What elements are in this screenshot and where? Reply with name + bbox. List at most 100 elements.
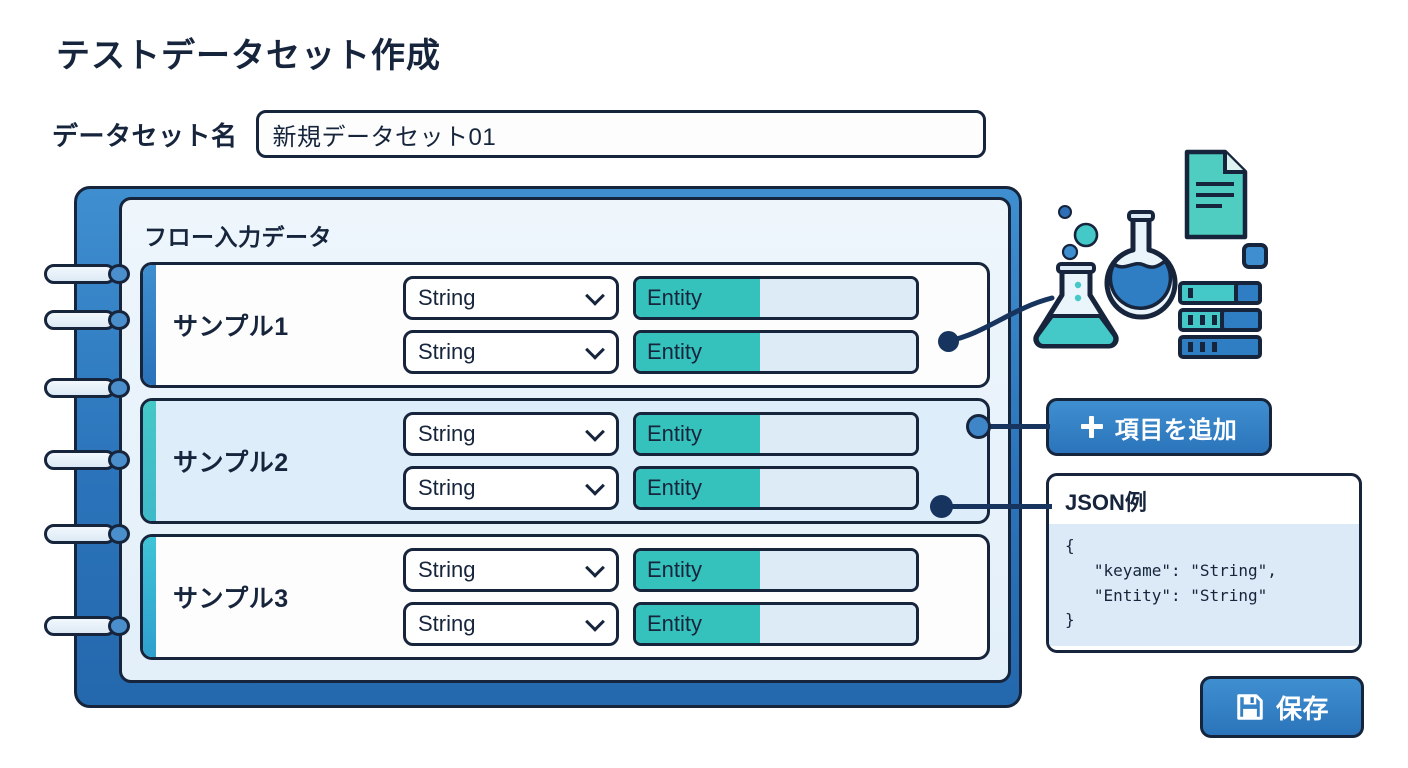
connector-dot-flask <box>938 331 959 352</box>
entity-value-input[interactable] <box>760 605 916 643</box>
entity-field-3-1[interactable]: Entity <box>633 548 919 592</box>
binder-ring <box>44 450 130 470</box>
save-label: 保存 <box>1275 693 1329 724</box>
entity-value-input[interactable] <box>760 415 916 453</box>
type-select-value: String <box>418 557 476 582</box>
ring-bar <box>44 310 116 330</box>
type-select-1-2[interactable]: String <box>403 330 619 374</box>
ring-knob <box>108 524 130 544</box>
bubble-icon <box>1058 205 1072 219</box>
entity-value-input[interactable] <box>760 551 916 589</box>
type-select-2-2[interactable]: String <box>403 466 619 510</box>
entity-key-label: Entity <box>636 605 760 643</box>
ring-knob <box>108 450 130 470</box>
connector-line-flask <box>945 295 1055 344</box>
entity-field-1-2[interactable]: Entity <box>633 330 919 374</box>
sample-label-2: サンプル2 <box>173 449 289 477</box>
field-row: String Entity <box>403 548 919 592</box>
save-button[interactable]: 保存 <box>1200 676 1364 738</box>
entity-value-input[interactable] <box>760 279 916 317</box>
binder-ring <box>44 524 130 544</box>
type-select-value: String <box>418 475 476 500</box>
json-example-box: JSON例 { "keyame": "String", "Entity": "S… <box>1046 473 1362 653</box>
sample-fields-1: String Entity String <box>403 276 919 374</box>
entity-value-input[interactable] <box>760 469 916 507</box>
entity-field-2-1[interactable]: Entity <box>633 412 919 456</box>
ring-bar <box>44 616 116 636</box>
type-select-value: String <box>418 611 476 636</box>
binder-ring <box>44 264 130 284</box>
type-select-value: String <box>418 285 476 310</box>
sample-fields-3: String Entity String <box>403 548 919 646</box>
field-row: String Entity <box>403 276 919 320</box>
connector-line-json <box>940 504 1052 509</box>
type-select-1-1[interactable]: String <box>403 276 619 320</box>
sample-list: サンプル1 String Entity <box>140 262 990 660</box>
sample-row-2[interactable]: サンプル2 String Entity <box>140 398 990 524</box>
type-select-3-2[interactable]: String <box>403 602 619 646</box>
connector-line-add-item <box>978 424 1050 429</box>
sample-label-1: サンプル1 <box>173 313 289 341</box>
dataset-name-label: データセット名 <box>52 120 238 151</box>
erlenmeyer-flask-icon <box>1033 262 1119 349</box>
entity-field-1-1[interactable]: Entity <box>633 276 919 320</box>
ring-bar <box>44 378 116 398</box>
round-flask-icon <box>1104 210 1178 320</box>
add-item-button[interactable]: 項目を追加 <box>1046 398 1272 456</box>
ring-knob <box>108 310 130 330</box>
dataset-name-value: 新規データセット01 <box>272 123 497 151</box>
sample-row-3[interactable]: サンプル3 String Entity <box>140 534 990 660</box>
ring-bar <box>44 450 116 470</box>
sample-fields-2: String Entity String <box>403 412 919 510</box>
entity-key-label: Entity <box>636 333 760 371</box>
chevron-down-icon <box>585 612 605 632</box>
chevron-down-icon <box>585 476 605 496</box>
binder-ring <box>44 616 130 636</box>
ring-knob <box>108 378 130 398</box>
sample-label-3: サンプル3 <box>173 585 289 613</box>
row-accent-bar <box>143 265 156 385</box>
small-square-icon <box>1242 243 1268 269</box>
bubble-icon <box>1073 222 1099 248</box>
dataset-name-input[interactable]: 新規データセット01 <box>255 110 986 158</box>
row-accent-bar <box>143 401 156 521</box>
connector-dot-add-item <box>966 414 991 439</box>
json-example-code: { "keyame": "String", "Entity": "String"… <box>1049 524 1359 646</box>
type-select-2-1[interactable]: String <box>403 412 619 456</box>
plus-icon <box>1080 416 1103 438</box>
entity-key-label: Entity <box>636 551 760 589</box>
ring-knob <box>108 616 130 636</box>
page-title: テストデータセット作成 <box>56 37 441 75</box>
field-row: String Entity <box>403 330 919 374</box>
bubble-icon <box>1061 243 1079 261</box>
ring-bar <box>44 264 116 284</box>
dataset-name-row: データセット名 新規データセット01 <box>52 110 986 158</box>
entity-key-label: Entity <box>636 279 760 317</box>
database-stack-icon <box>1178 281 1262 359</box>
entity-key-label: Entity <box>636 469 760 507</box>
field-row: String Entity <box>403 412 919 456</box>
binder-ring <box>44 310 130 330</box>
notebook-container: フロー入力データ サンプル1 String Entity <box>74 186 1022 708</box>
ring-knob <box>108 264 130 284</box>
json-example-title: JSON例 <box>1065 490 1147 515</box>
chevron-down-icon <box>585 340 605 360</box>
entity-key-label: Entity <box>636 415 760 453</box>
add-item-label: 項目を追加 <box>1114 416 1238 444</box>
decoration-icons-group <box>1033 149 1268 359</box>
type-select-3-1[interactable]: String <box>403 548 619 592</box>
floppy-disk-icon <box>1237 694 1263 720</box>
ring-bar <box>44 524 116 544</box>
panel-title: フロー入力データ <box>144 224 332 250</box>
sample-row-1[interactable]: サンプル1 String Entity <box>140 262 990 388</box>
binder-ring <box>44 378 130 398</box>
field-row: String Entity <box>403 602 919 646</box>
entity-field-3-2[interactable]: Entity <box>633 602 919 646</box>
row-accent-bar <box>143 537 156 657</box>
entity-field-2-2[interactable]: Entity <box>633 466 919 510</box>
entity-value-input[interactable] <box>760 333 916 371</box>
document-icon <box>1184 149 1248 240</box>
chevron-down-icon <box>585 286 605 306</box>
type-select-value: String <box>418 339 476 364</box>
type-select-value: String <box>418 421 476 446</box>
